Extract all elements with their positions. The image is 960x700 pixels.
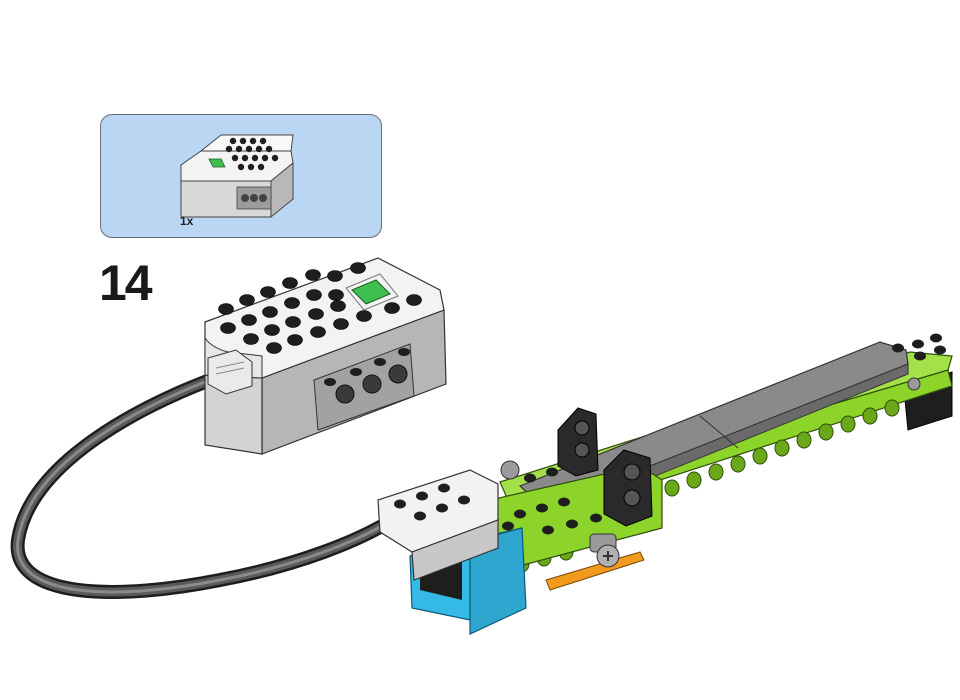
gray-axle-pin <box>589 533 620 568</box>
smarthub-part-icon <box>180 134 294 219</box>
motor-block <box>377 469 499 581</box>
part-quantity: 1x <box>180 214 194 228</box>
step-number: 14 <box>99 255 153 311</box>
parts-callout: 1x <box>100 114 382 238</box>
black-upright-left <box>557 407 599 477</box>
black-upright-right <box>603 449 653 527</box>
smarthub <box>204 257 447 455</box>
cable-wire <box>10 365 399 599</box>
